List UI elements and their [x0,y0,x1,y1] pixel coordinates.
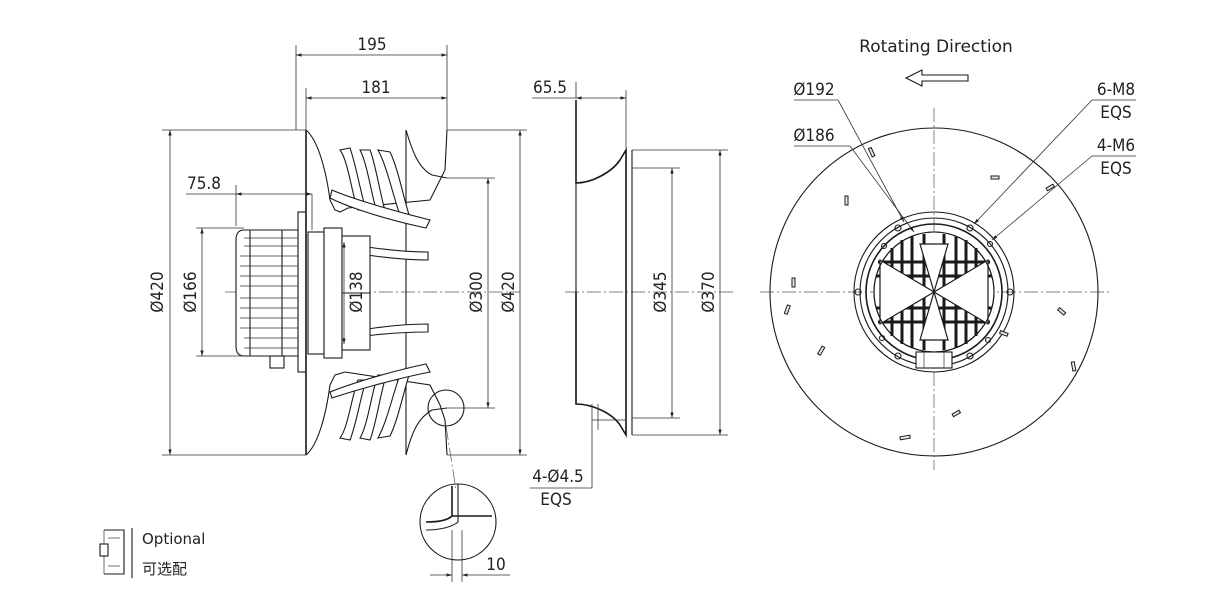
dim-dia-420-right: Ø420 [499,271,519,312]
terminal-box [915,351,953,369]
inlet-cone-top [405,129,448,179]
dim-dia-370: Ø370 [699,271,719,312]
outer-disc [769,127,1099,457]
dim-10: 10 [486,555,505,575]
holes-eqs: EQS [540,490,571,510]
bolts-outer-eqs: EQS [1100,103,1131,123]
dim-dia-345: Ø345 [651,271,671,312]
detail-profile [425,486,453,523]
dim-dia-166: Ø166 [181,271,201,312]
disc-slots [783,146,1077,441]
bolt-holes [854,224,1014,360]
optional-icon [104,529,125,575]
inlet-ring-profile [575,100,627,438]
holes-label: 4-Ø4.5 [532,467,584,487]
blades-lower [329,323,431,441]
optional-en: Optional [142,530,205,548]
bolts-inner-label: 4-M6 [1097,136,1135,156]
motor-rear-pattern [873,231,995,369]
dim-dia-300: Ø300 [467,271,487,312]
bolts-inner-eqs: EQS [1100,159,1131,179]
top-shroud [305,129,448,213]
front-view: Rotating Direction [760,37,1136,470]
rotating-direction-title: Rotating Direction [859,37,1013,57]
bolts-outer-label: 6-M8 [1097,80,1135,100]
motor [235,229,299,369]
dim-195: 195 [357,35,386,55]
hub-disk [323,227,343,359]
dim-dia-192: Ø192 [793,80,834,100]
inlet-ring-outer [853,211,1015,373]
rotation-arrow-icon [904,69,969,87]
dim-181: 181 [361,78,390,98]
dim-65-5: 65.5 [533,78,567,98]
inlet-cone-bottom [405,407,448,456]
optional-zh: 可选配 [142,560,187,578]
dim-75-8: 75.8 [187,174,221,194]
dim-dia-186: Ø186 [793,126,834,146]
legend: Optional 可选配 [99,528,205,578]
detail-view: 10 [419,483,510,582]
side-view: 195 181 75.8 Ø420 Ø166 Ø138 Ø300 Ø4 [148,35,527,491]
motor-flange [297,211,307,373]
inlet-ring-view: 65.5 Ø345 Ø370 4-Ø4.5 EQS [530,78,735,510]
dim-dia-138: Ø138 [347,271,367,312]
dim-dia-420-left: Ø420 [148,271,168,312]
hub-flange [307,231,325,355]
bottom-shroud [305,371,448,456]
